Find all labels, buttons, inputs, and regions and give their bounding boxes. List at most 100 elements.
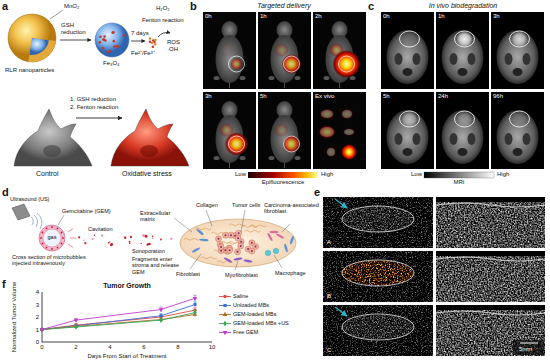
microbubble-illustration	[101, 235, 103, 237]
annotation-label: Fibroblast	[176, 271, 200, 277]
microbubble-illustration	[57, 247, 59, 249]
axis-title: Normalized Tumor Volume	[11, 282, 18, 353]
image-letter: A	[327, 239, 331, 246]
axis-tick-label: 8	[176, 344, 179, 351]
fluorescence-image	[230, 58, 242, 70]
microbubble-illustration	[152, 235, 154, 237]
tumor-stroma-illustration	[196, 228, 204, 236]
image-letter: B	[327, 293, 331, 300]
tumor-stroma-illustration	[224, 249, 226, 251]
line-chart	[159, 317, 162, 323]
mri-image	[523, 53, 531, 65]
tumor-stroma-illustration	[184, 238, 200, 240]
microbubble-illustration	[61, 232, 63, 234]
tumor-stroma-illustration	[230, 234, 232, 236]
annotation-label: Low	[235, 171, 246, 178]
contrast-ultrasound-image	[323, 305, 433, 356]
microbubble-illustration	[142, 234, 145, 237]
fluorescence-image	[258, 92, 311, 169]
nanoparticle-illustration	[28, 38, 56, 62]
fluorescence-image	[229, 163, 230, 168]
line-chart	[194, 303, 197, 306]
nanoparticle-illustration	[113, 40, 116, 43]
microbubble-illustration	[40, 237, 42, 239]
contrast-ultrasound-image	[342, 206, 414, 232]
contrast-ultrasound-image	[342, 314, 414, 340]
tumor-stroma-illustration	[192, 247, 201, 254]
panel-letter: e	[314, 186, 320, 199]
line-chart	[40, 328, 43, 331]
contrast-ultrasound-image	[323, 251, 433, 302]
mri-image	[400, 31, 420, 47]
fluorescence-image	[319, 108, 335, 120]
axis-tick-label: 10	[209, 344, 216, 351]
tumor-stroma-illustration	[244, 230, 260, 232]
annotation-label: ROS ·OH	[167, 39, 187, 53]
fluorescence-image	[324, 76, 330, 80]
fluorescence-image	[258, 92, 311, 169]
tumor-stroma-illustration	[238, 243, 244, 249]
mri-image	[497, 30, 539, 84]
fluorescence-image	[203, 92, 256, 169]
b-mode-ultrasound-image	[436, 257, 545, 261]
legend-item: GEM-loaded MBs	[219, 311, 276, 318]
mri-image	[381, 92, 434, 169]
mri-image	[413, 53, 421, 65]
microbubble-illustration	[62, 237, 64, 239]
contrast-ultrasound-image	[323, 197, 433, 248]
microbubble-illustration	[61, 243, 63, 245]
microbubble-illustration	[46, 228, 48, 230]
fluorescence-image	[229, 136, 245, 152]
fluorescence-image	[284, 83, 285, 88]
nanoparticle-illustration	[102, 47, 105, 50]
tumor-stroma-illustration	[218, 244, 224, 250]
b-mode-ultrasound-image	[436, 251, 545, 302]
time-label: 5h	[260, 93, 267, 100]
mri-image	[491, 92, 544, 169]
microbubble-illustration	[42, 232, 44, 234]
tumor-stroma-illustration	[240, 245, 242, 247]
mri-image	[491, 92, 544, 169]
b-mode-ultrasound-image	[436, 305, 545, 356]
fluorescence-image	[313, 12, 366, 89]
mri-image	[491, 12, 544, 89]
mri-image	[381, 92, 434, 169]
mri-image	[400, 111, 420, 127]
legend-label: Saline	[233, 293, 248, 299]
fluorescence-image	[240, 76, 246, 80]
axis-title: Days From Start of Treatment	[87, 353, 166, 360]
annotation-label: High	[321, 171, 333, 178]
legend-label: GEM-loaded MBs +US	[233, 320, 289, 326]
annotation-label: Fe₃O₄	[103, 60, 120, 67]
b-mode-ultrasound-image	[436, 305, 545, 356]
line-chart	[194, 307, 197, 308]
nanoparticle-illustration	[151, 42, 153, 44]
microbubble-illustration	[160, 239, 162, 241]
microbubble-illustration	[31, 217, 33, 225]
contrast-ultrasound-image	[335, 307, 347, 316]
time-label: 3h	[493, 13, 500, 20]
microbubble-illustration	[34, 215, 38, 227]
annotation-label: Myofibroblast	[225, 272, 258, 278]
line-chart	[195, 302, 196, 307]
panel-letter: f	[2, 278, 6, 291]
tumor-stroma-illustration	[233, 257, 242, 261]
nanoparticle-illustration	[95, 23, 129, 57]
line-chart	[159, 308, 164, 312]
legend-swatch	[219, 293, 231, 300]
microbubble-illustration	[68, 229, 73, 232]
mri-image	[505, 133, 513, 145]
figure-illustration	[76, 118, 122, 119]
tumor-stroma-illustration	[273, 248, 279, 254]
microbubble-illustration	[94, 235, 95, 236]
image-letter: C	[327, 347, 331, 354]
mri-image	[497, 110, 539, 164]
mri-image	[455, 31, 475, 47]
cell-illustration	[111, 109, 189, 166]
mri-image	[436, 12, 489, 89]
fluorescence-image	[339, 83, 340, 88]
line-chart	[75, 318, 78, 319]
fluorescence-image	[240, 156, 246, 160]
microbubble-illustration	[170, 238, 172, 240]
mri-image	[436, 92, 489, 169]
